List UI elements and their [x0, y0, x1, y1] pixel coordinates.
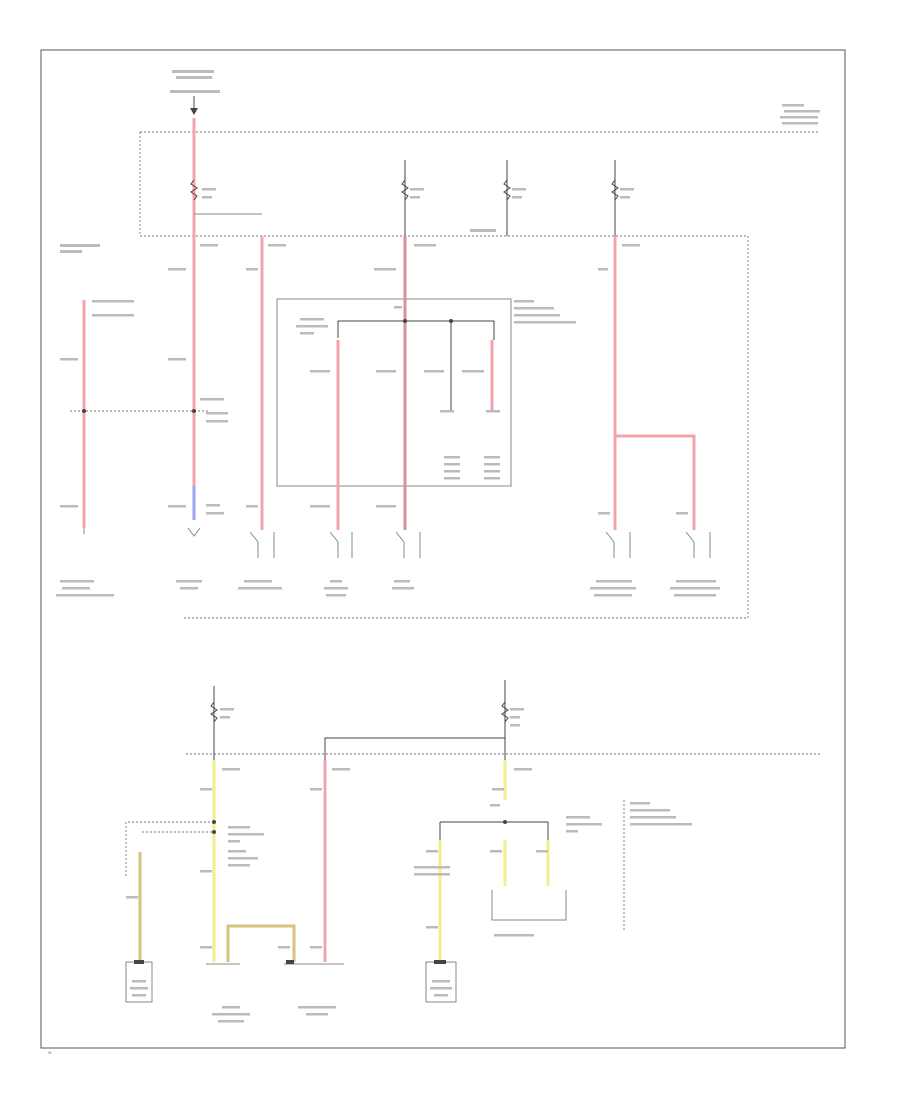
lower-splice-dot	[212, 820, 216, 824]
lower-right-inner-box	[491, 890, 567, 921]
lower-component-icons	[125, 961, 457, 1003]
headlamp-branch-wire	[615, 434, 696, 530]
component-labels-top	[56, 580, 720, 597]
junction-box-outline	[276, 298, 512, 487]
fuse-main-icon	[190, 179, 262, 215]
fuse-lower-left-icon	[210, 686, 234, 760]
junction-bus	[337, 320, 495, 340]
splice-dot-main	[192, 409, 196, 413]
splice-dot-left	[82, 409, 86, 413]
wire-tags-top	[60, 244, 688, 515]
fuse-block-outline	[139, 131, 820, 619]
lower-left-tan-wire	[226, 924, 296, 962]
lower-right-label	[414, 802, 692, 937]
fuse-3-icon	[503, 160, 526, 236]
lower-component-labels	[130, 980, 452, 1023]
lower-connector-dots	[134, 960, 446, 964]
fuse-2-icon	[401, 160, 424, 236]
lower-splice-outline	[125, 821, 214, 876]
ac-module-connector	[92, 300, 134, 317]
lower-link-line	[324, 737, 505, 760]
connector-icons-top	[83, 527, 711, 558]
junction-dot-1	[403, 319, 407, 323]
fuse-lower-right-icon	[501, 680, 524, 760]
fuse-block-label	[780, 104, 820, 125]
junction-box-label	[296, 300, 576, 335]
lower-right-dot	[503, 820, 507, 824]
wire-tags-bottom	[126, 768, 548, 949]
junction-tags	[310, 370, 500, 508]
diagram-frame	[40, 49, 846, 1049]
ac-module-label	[60, 244, 100, 253]
junction-dot-2	[449, 319, 453, 323]
fuse-4-icon	[611, 160, 634, 236]
power-source-top	[170, 70, 220, 115]
fuse-block-tag	[470, 229, 496, 232]
footer-id: W	[48, 1051, 52, 1055]
lower-right-bus	[439, 821, 549, 840]
lower-splice-label	[228, 826, 264, 867]
lower-splice-dot-2	[212, 830, 216, 834]
